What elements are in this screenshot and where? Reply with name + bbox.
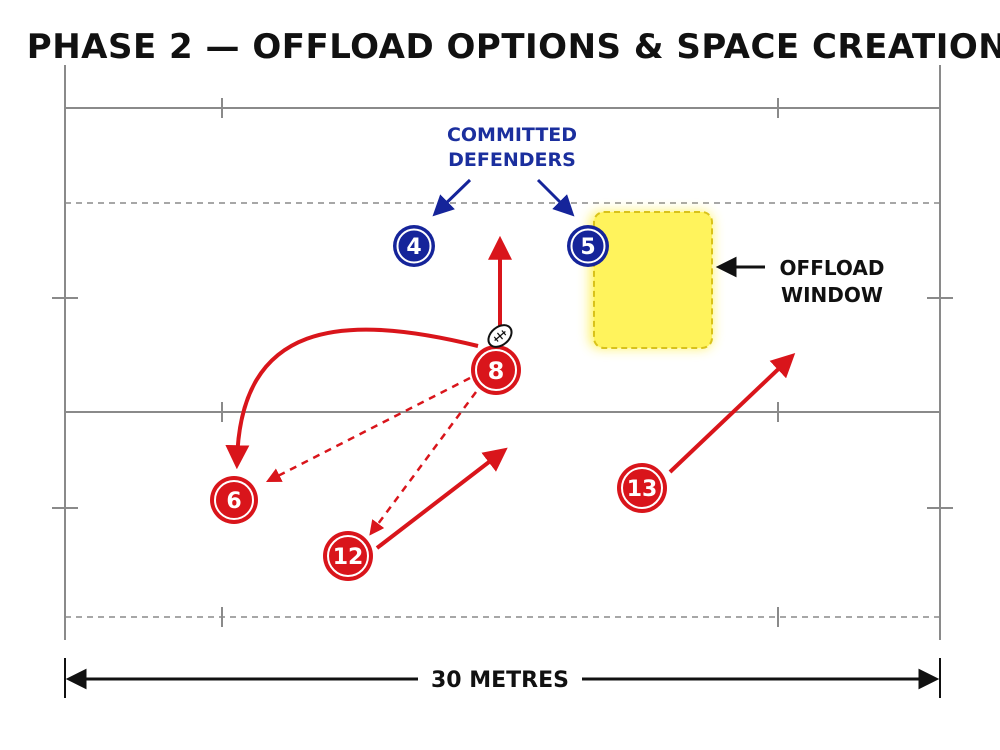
offload-pass-to-6 xyxy=(265,376,471,483)
attacker-6-number: 6 xyxy=(226,489,241,514)
pitch-markings xyxy=(52,65,953,640)
attacker-12-number: 12 xyxy=(333,545,364,570)
offload-window-label-line2: WINDOW xyxy=(781,283,883,307)
movement-lines xyxy=(225,235,796,550)
player-12-run-arrow xyxy=(375,447,508,550)
attacker-6: 6 xyxy=(210,476,258,524)
offload-window-label-line1: OFFLOAD xyxy=(780,256,885,280)
defender-5: 5 xyxy=(567,225,609,267)
committed-defenders-label-line1: COMMITTED xyxy=(447,124,577,146)
offload-window-zone xyxy=(590,211,713,349)
player-6-loop-run-arrow xyxy=(225,327,479,470)
rugby-ball-icon xyxy=(487,324,513,348)
attacker-13: 13 xyxy=(617,463,667,513)
pitch-width-dimension: 30 METRES xyxy=(64,658,941,698)
attacker-13-number: 13 xyxy=(627,477,658,502)
offload-pass-to-12 xyxy=(369,391,478,536)
attacker-12: 12 xyxy=(323,531,373,581)
pitch-width-label: 30 METRES xyxy=(431,668,569,693)
defender-5-number: 5 xyxy=(580,235,595,260)
committed-pointer-arrow-right xyxy=(536,178,575,217)
committed-defenders-label-line2: DEFENDERS xyxy=(448,149,576,171)
diagram-title: PHASE 2 — OFFLOAD OPTIONS & SPACE CREATI… xyxy=(27,27,1000,67)
defender-4: 4 xyxy=(393,225,435,267)
attacker-8-ball-carrier: 8 xyxy=(471,345,521,395)
defender-4-number: 4 xyxy=(406,235,421,260)
player-13-run-arrow xyxy=(668,353,796,474)
committed-pointer-arrow-left xyxy=(432,178,472,217)
attacker-8-number: 8 xyxy=(488,357,505,385)
